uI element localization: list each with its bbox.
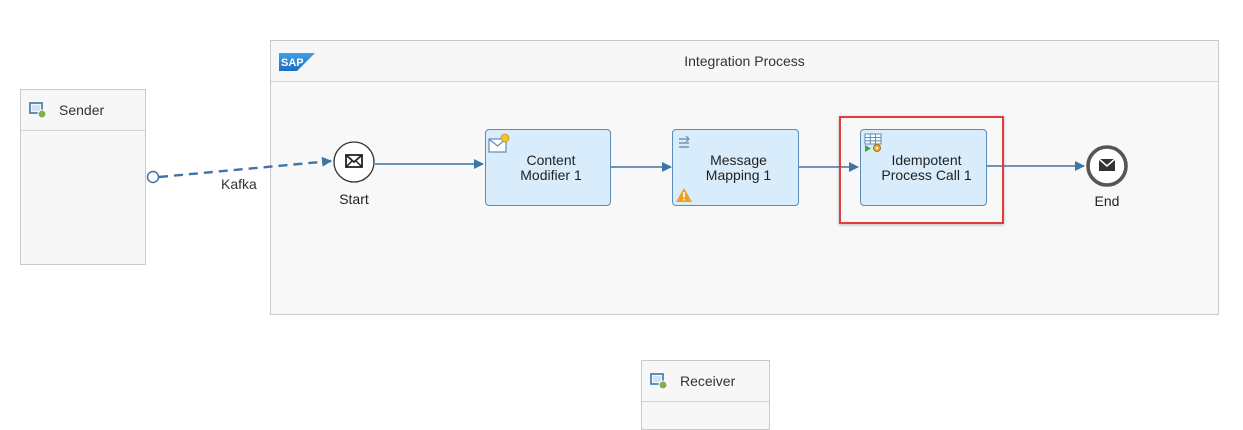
content-modifier-label: Content Modifier 1	[520, 151, 582, 183]
svg-text:SAP: SAP	[281, 57, 304, 69]
receiver-label: Receiver	[680, 373, 736, 389]
sender-header: Sender	[21, 90, 145, 131]
pool-header: SAP Integration Process	[271, 41, 1218, 82]
idempotent-process-call-step[interactable]: Idempotent Process Call 1	[860, 129, 987, 206]
receiver-header: Receiver	[642, 361, 769, 402]
start-label: Start	[339, 191, 369, 207]
end-event[interactable]	[1086, 145, 1128, 187]
process-call-icon	[864, 133, 882, 152]
channel-endpoint-icon	[146, 170, 160, 184]
participant-icon	[29, 101, 47, 119]
start-event[interactable]	[333, 141, 375, 183]
sender-participant[interactable]: Sender	[20, 89, 146, 265]
message-mapping-label: Message Mapping 1	[705, 151, 772, 183]
pool-title: Integration Process	[684, 53, 805, 69]
sap-logo-icon: SAP	[279, 53, 315, 71]
participant-icon	[650, 372, 668, 390]
warning-icon[interactable]	[676, 188, 692, 202]
idempotent-process-call-label: Idempotent Process Call 1	[881, 151, 972, 183]
mapping-icon	[679, 135, 690, 148]
end-label: End	[1094, 193, 1120, 209]
kafka-channel[interactable]	[146, 156, 332, 184]
content-modifier-icon	[488, 133, 510, 153]
kafka-label: Kafka	[221, 176, 257, 192]
envelope-filled-icon	[1098, 158, 1116, 171]
sender-label: Sender	[59, 102, 105, 118]
content-modifier-step[interactable]: Content Modifier 1	[485, 129, 611, 206]
message-mapping-step[interactable]: Message Mapping 1	[672, 129, 799, 206]
connectors-layer	[146, 141, 1128, 187]
envelope-icon	[345, 154, 363, 168]
selection-highlight	[839, 116, 1004, 224]
